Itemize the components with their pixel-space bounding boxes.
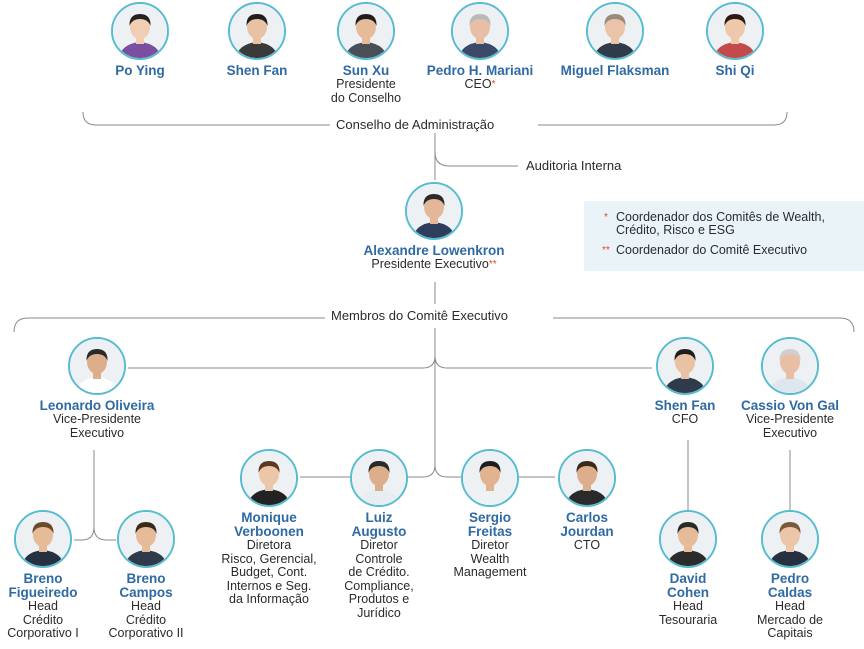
person-photo bbox=[558, 449, 616, 507]
person-card: Miguel Flaksman bbox=[535, 2, 695, 78]
committee-label: Membros do Comitê Executivo bbox=[331, 308, 509, 323]
board-label: Conselho de Administração bbox=[336, 117, 495, 132]
person-photo bbox=[761, 337, 819, 395]
legend-mark: * bbox=[604, 212, 608, 223]
person-photo bbox=[111, 2, 169, 60]
person-role: CFO bbox=[671, 412, 699, 426]
footnote-mark: * bbox=[491, 79, 496, 90]
person-role: CTO bbox=[573, 538, 601, 552]
legend-text: Coordenador do Comitê Executivo bbox=[616, 243, 808, 257]
person-name: Miguel Flaksman bbox=[560, 63, 670, 78]
person-name: Shi Qi bbox=[715, 63, 755, 78]
person-photo bbox=[451, 2, 509, 60]
committee-bracket bbox=[13, 317, 855, 333]
person-photo bbox=[586, 2, 644, 60]
audit-label: Auditoria Interna bbox=[526, 158, 622, 173]
directors-line bbox=[300, 464, 555, 478]
board-bracket bbox=[82, 111, 788, 126]
person-photo bbox=[405, 182, 463, 240]
person-card: Po Ying bbox=[60, 2, 220, 78]
person-photo bbox=[659, 510, 717, 568]
person-photo bbox=[228, 2, 286, 60]
person-role: CEO* bbox=[464, 77, 496, 91]
legend-mark: ** bbox=[602, 245, 610, 256]
person-card: Shi Qi bbox=[655, 2, 815, 78]
person-photo bbox=[761, 510, 819, 568]
person-name: Shen Fan bbox=[654, 398, 716, 413]
audit-line bbox=[434, 151, 518, 167]
legend-text: Coordenador dos Comitês de Wealth, bbox=[616, 210, 825, 224]
legend-text: Crédito, Risco e ESG bbox=[616, 223, 735, 237]
legend-item: * Coordenador dos Comitês de Wealth,Créd… bbox=[596, 211, 864, 237]
person-photo bbox=[240, 449, 298, 507]
person-name: Pedro H. Mariani bbox=[426, 63, 534, 78]
person-name: Leonardo Oliveira bbox=[39, 398, 155, 413]
person-photo bbox=[461, 449, 519, 507]
person-name: Sun Xu bbox=[342, 63, 390, 78]
person-photo bbox=[14, 510, 72, 568]
person-name: Shen Fan bbox=[226, 63, 288, 78]
person-name: Cassio Von Gal bbox=[740, 398, 840, 413]
person-name: Alexandre Lowenkron bbox=[363, 243, 505, 258]
person-photo bbox=[117, 510, 175, 568]
person-photo bbox=[706, 2, 764, 60]
legend-item: ** Coordenador do Comitê Executivo bbox=[596, 244, 864, 257]
person-photo bbox=[337, 2, 395, 60]
vp-reports-line bbox=[74, 450, 116, 541]
person-role: Presidente Executivo** bbox=[371, 257, 497, 271]
person-name: Po Ying bbox=[115, 63, 165, 78]
footnote-mark: ** bbox=[488, 259, 497, 270]
person-photo bbox=[656, 337, 714, 395]
legend-box: * Coordenador dos Comitês de Wealth,Créd… bbox=[584, 201, 864, 271]
person-photo bbox=[68, 337, 126, 395]
person-card: Shen Fan bbox=[177, 2, 337, 78]
person-photo bbox=[350, 449, 408, 507]
right-vp-line bbox=[434, 355, 652, 369]
